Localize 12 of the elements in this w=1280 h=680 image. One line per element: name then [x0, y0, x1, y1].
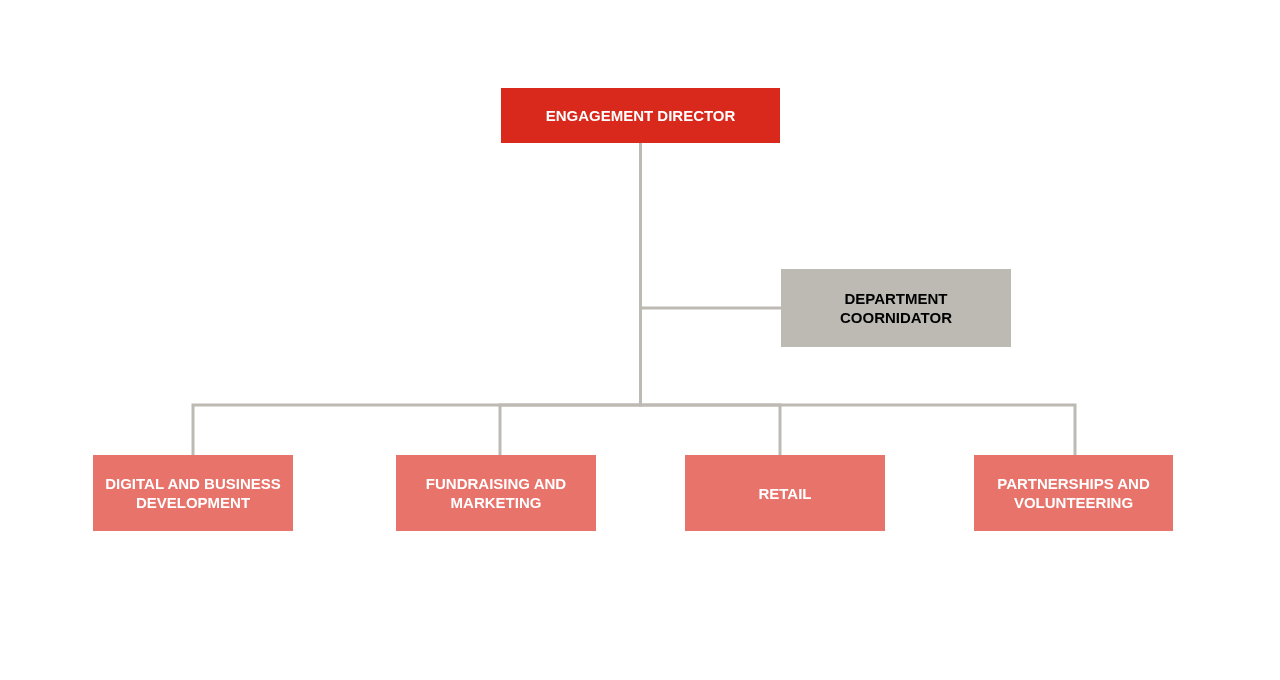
box-label: DEPARTMENT COORNIDATOR	[839, 289, 953, 327]
box-label: PARTNERSHIPS AND VOLUNTEERING	[996, 474, 1151, 512]
department-box	[93, 455, 293, 531]
department-box	[974, 455, 1173, 531]
box-label: DIGITAL AND BUSINESS DEVELOPMENT	[105, 474, 281, 512]
director-box	[501, 88, 780, 143]
department-box	[396, 455, 596, 531]
department-box	[685, 455, 885, 531]
box-label: ENGAGEMENT DIRECTOR	[545, 106, 736, 125]
box-label: RETAIL	[758, 483, 812, 503]
coordinator-box	[781, 269, 1011, 347]
box-label: FUNDRAISING AND MARKETING	[424, 474, 568, 512]
